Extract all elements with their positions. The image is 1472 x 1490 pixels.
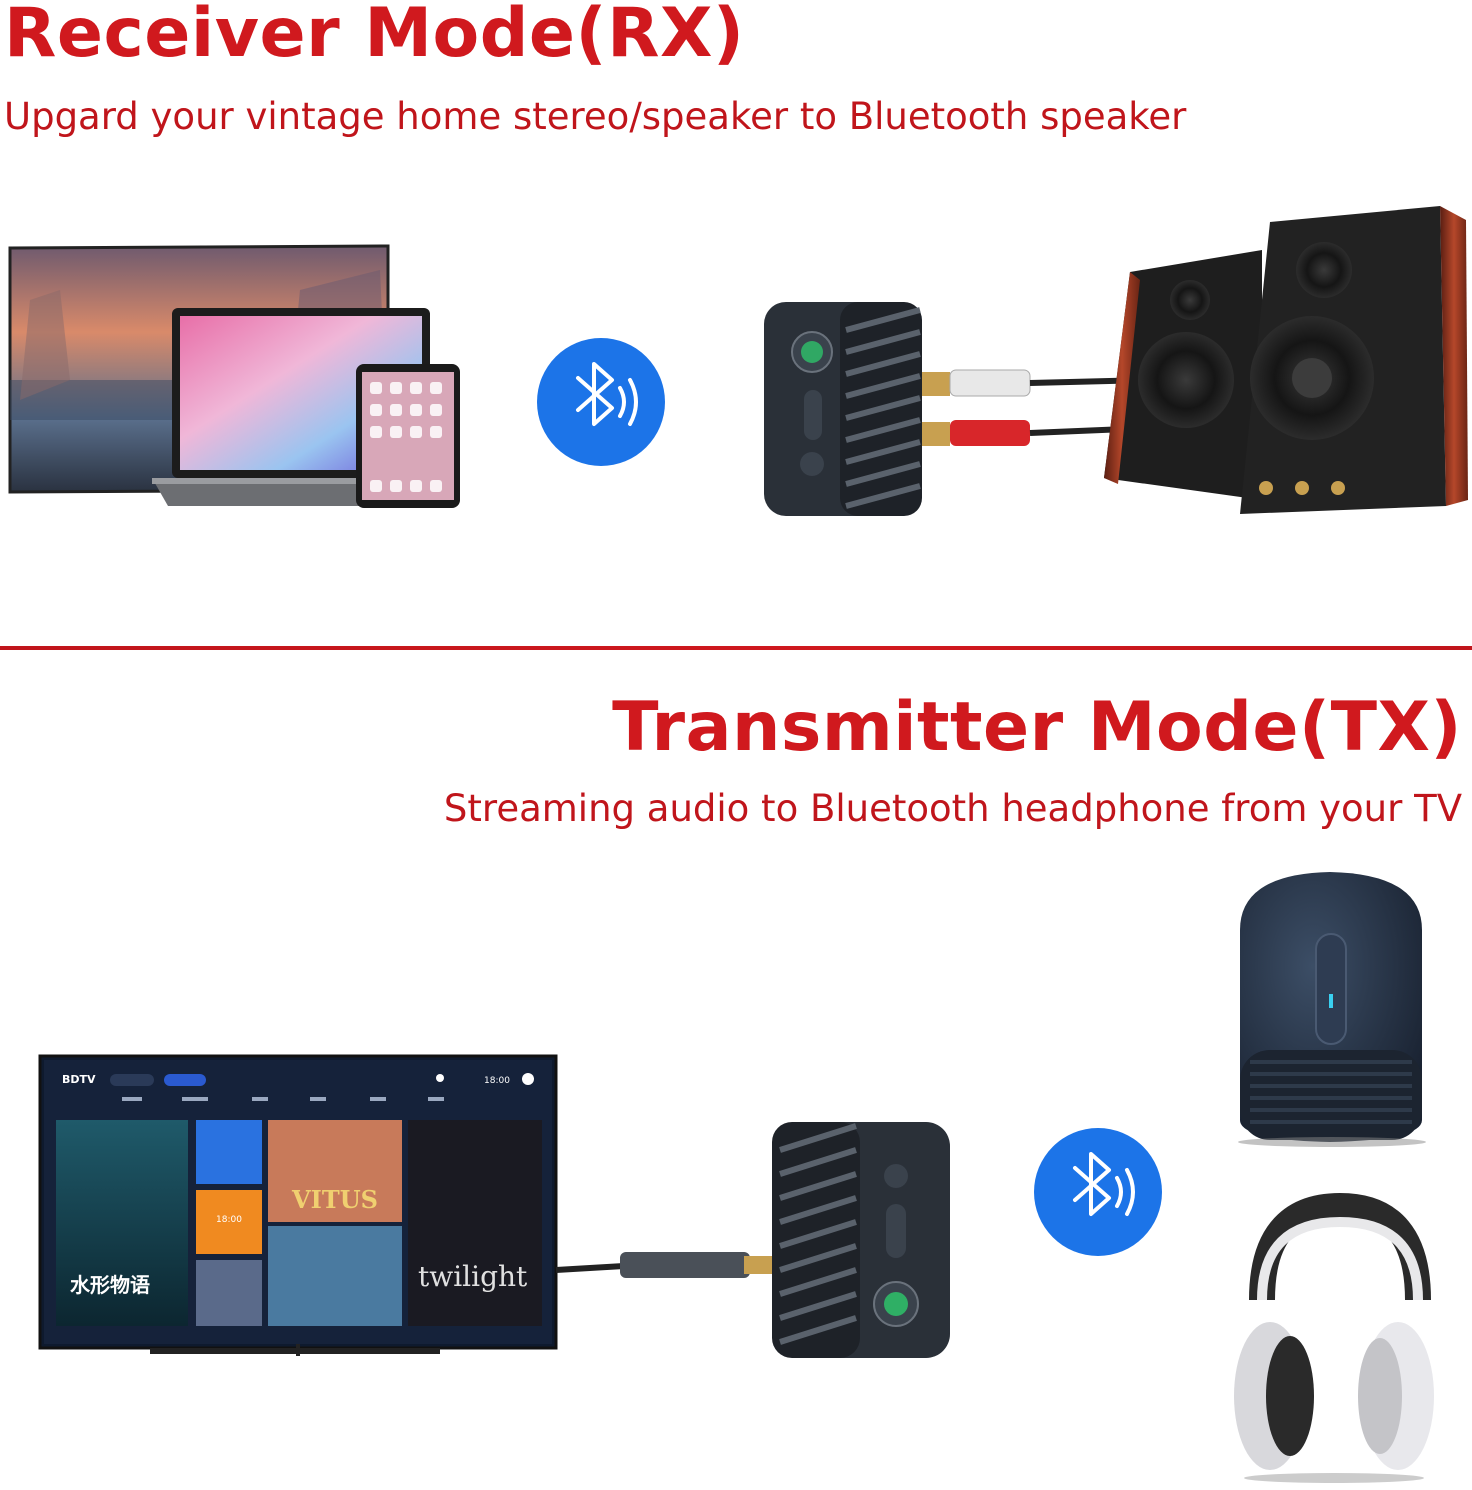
bluetooth-icon [1034,1128,1162,1256]
poster-title-shape-of-water: 水形物语 [70,1273,150,1297]
rca-cables-image [922,369,1151,446]
poster-title-twilight: twilight [418,1260,528,1293]
bookshelf-speakers-image [1104,206,1468,514]
poster-title-vitus: VITUS [291,1185,378,1214]
aux-cable-image [555,1252,772,1278]
tile-time: 18:00 [216,1215,242,1225]
headphones-image [1234,1192,1434,1483]
receiver-mode-title: Receiver Mode(RX) [4,0,745,73]
bluetooth-adapter-image [764,302,922,516]
bluetooth-adapter-image [772,1122,950,1358]
bluetooth-speaker-image [1238,872,1426,1147]
tv-clock: 18:00 [484,1076,510,1086]
transmitter-mode-subtitle: Streaming audio to Bluetooth headphone f… [443,787,1462,830]
tv-brand-label: BDTV [62,1073,96,1086]
transmitter-mode-title: Transmitter Mode(TX) [612,688,1462,767]
receiver-mode-illustration [8,206,1468,516]
bluetooth-icon [537,338,665,466]
transmitter-mode-illustration: BDTV 18:00 水形物语 18:00 VITUS twilight [38,872,1434,1483]
tablet-image [356,364,460,508]
receiver-mode-subtitle: Upgard your vintage home stereo/speaker … [4,95,1187,138]
section-divider [0,646,1472,650]
smart-tv-image: BDTV 18:00 水形物语 18:00 VITUS twilight [38,1054,558,1356]
